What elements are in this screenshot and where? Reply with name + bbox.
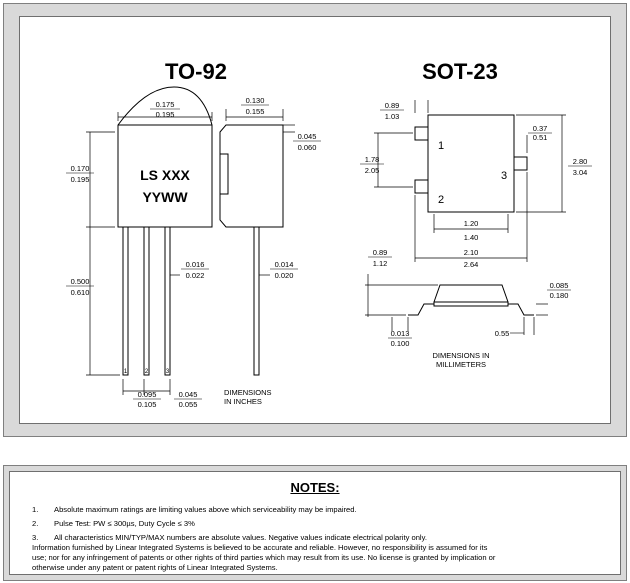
sot23-pin-pitch-max: 2.05 — [365, 166, 380, 175]
note-number: 3. — [32, 533, 39, 542]
sot23-pad-max: 1.03 — [385, 112, 400, 121]
notes-title: NOTES: — [290, 480, 340, 495]
note-text: Absolute maximum ratings are limiting va… — [54, 505, 357, 514]
to92-lead-thickness-min: 0.014 — [275, 260, 294, 269]
drawing-panel: TO-92 SOT-23 LS XXX YYWW 1 2 3 — [3, 3, 627, 437]
sot23-units-line1: DIMENSIONS IN — [432, 351, 489, 360]
to92-lead-width-min: 0.016 — [186, 260, 205, 269]
to92-marking-line1: LS XXX — [140, 167, 190, 183]
sot23-overall-width-max: 2.64 — [464, 260, 479, 269]
note-text: All characteristics MIN/TYP/MAX numbers … — [54, 533, 427, 542]
to92-units-line1: DIMENSIONS — [224, 388, 272, 397]
sot23-height-min: 2.80 — [573, 157, 588, 166]
sot23-overall-width-min: 2.10 — [464, 248, 479, 257]
to92-body-width-min: 0.195 — [156, 110, 175, 119]
sot23-pin2-label: 2 — [438, 194, 444, 206]
sot23-thickness-max: 0.180 — [550, 291, 569, 300]
sot23-pin1-label: 1 — [438, 140, 444, 152]
drawing-frame: TO-92 SOT-23 LS XXX YYWW 1 2 3 — [19, 16, 611, 424]
to92-title: TO-92 — [165, 59, 227, 84]
to92-side-view — [219, 124, 284, 376]
to92-body-width-max: 0.175 — [156, 100, 175, 109]
disclaimer-line: otherwise under any patent or patent rig… — [32, 563, 278, 572]
to92-flat-max: 0.060 — [298, 143, 317, 152]
to92-pin2-label: 2 — [145, 369, 149, 375]
sot23-title: SOT-23 — [422, 59, 498, 84]
note-number: 1. — [32, 505, 39, 514]
package-drawing: TO-92 SOT-23 LS XXX YYWW 1 2 3 — [66, 59, 592, 409]
to92-body-height-max: 0.195 — [71, 175, 90, 184]
sot23-standoff-max: 1.12 — [373, 259, 388, 268]
to92-side-width-max: 0.155 — [246, 107, 265, 116]
notes-panel: NOTES: 1. Absolute maximum ratings are l… — [3, 465, 627, 581]
to92-units-line2: IN INCHES — [224, 397, 262, 406]
sot23-thickness-min: 0.085 — [550, 281, 569, 290]
note-text: Pulse Test: PW ≤ 300µs, Duty Cycle ≤ 3% — [54, 519, 195, 528]
note-number: 2. — [32, 519, 39, 528]
to92-lead-length-max: 0.610 — [71, 288, 90, 297]
to92-pitch-min: 0.095 — [138, 390, 157, 399]
sot23-pin3-label: 3 — [501, 170, 507, 182]
sot23-height-max: 3.04 — [573, 168, 588, 177]
disclaimer-line: Information furnished by Linear Integrat… — [32, 543, 488, 552]
to92-front-view — [117, 86, 213, 376]
sot23-body-width-min: 1.20 — [464, 219, 479, 228]
sot23-standoff-min: 0.89 — [373, 248, 388, 257]
to92-flat-min: 0.045 — [298, 132, 317, 141]
to92-dimension-lines — [86, 112, 213, 395]
to92-lead-thickness-max: 0.020 — [275, 271, 294, 280]
sot23-lead-foot-min: 0.013 — [391, 329, 410, 338]
to92-lead-width-max: 0.022 — [186, 271, 205, 280]
to92-pitch-max: 0.105 — [138, 400, 157, 409]
to92-body-height-min: 0.170 — [71, 164, 90, 173]
sot23-pin-pitch-min: 1.78 — [365, 155, 380, 164]
notes-box: NOTES: 1. Absolute maximum ratings are l… — [9, 471, 621, 575]
sot23-ref-dim: 0.55 — [495, 329, 510, 338]
sot23-pad-min: 0.89 — [385, 101, 400, 110]
to92-pin1-label: 1 — [124, 369, 128, 375]
sot23-top-view — [414, 114, 528, 213]
to92-lead-length-min: 0.500 — [71, 277, 90, 286]
sot23-units-line2: MILLIMETERS — [436, 360, 486, 369]
sot23-lead-foot-max: 0.100 — [391, 339, 410, 348]
sot23-pad-right-min: 0.37 — [533, 124, 548, 133]
sot23-pad-right-max: 0.51 — [533, 133, 548, 142]
sot23-body-width-max: 1.40 — [464, 233, 479, 242]
disclaimer-line: use; nor for any infringement of patents… — [32, 553, 496, 562]
to92-side-width-min: 0.130 — [246, 96, 265, 105]
to92-pitch-small-max: 0.055 — [179, 400, 198, 409]
sot23-side-view — [408, 284, 534, 316]
to92-pin3-label: 3 — [166, 369, 170, 375]
to92-pitch-small-min: 0.045 — [179, 390, 198, 399]
to92-marking-line2: YYWW — [142, 189, 188, 205]
